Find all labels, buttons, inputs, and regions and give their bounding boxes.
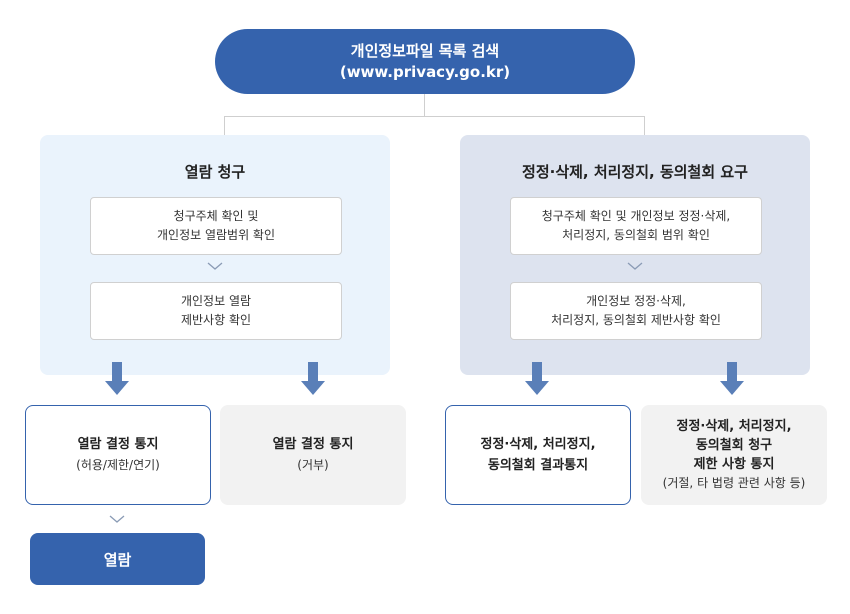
view-decision-approve-title: 열람 결정 통지 — [77, 437, 159, 452]
view-request-step2-line2: 제반사항 확인 — [180, 313, 252, 327]
correction-request-step1-line1: 청구주체 확인 및 개인정보 정정·삭제, — [541, 209, 731, 223]
correction-limit-box: 정정·삭제, 처리정지, 동의철회 청구 제한 사항 통지 (거절, 타 법령 … — [641, 405, 827, 505]
correction-result-line2: 동의철회 결과통지 — [487, 458, 589, 473]
arrow-down-icon — [720, 362, 744, 396]
view-request-step1-card: 청구주체 확인 및 개인정보 열람범위 확인 — [90, 197, 342, 255]
arrow-down-icon — [525, 362, 549, 396]
correction-request-step1-line2: 처리정지, 동의철회 범위 확인 — [562, 228, 710, 242]
correction-result-box: 정정·삭제, 처리정지, 동의철회 결과통지 — [445, 405, 631, 505]
correction-limit-sub: (거절, 타 법령 관련 사항 등) — [662, 476, 806, 490]
view-decision-approve-sub: (허용/제한/연기) — [76, 458, 160, 472]
view-request-step1-line2: 개인정보 열람범위 확인 — [156, 228, 276, 242]
view-decision-reject-box: 열람 결정 통지 (거부) — [220, 405, 406, 505]
connector-vertical-top — [424, 94, 425, 116]
correction-request-step2-line2: 처리정지, 동의철회 제반사항 확인 — [551, 313, 721, 327]
view-request-step1-line1: 청구주체 확인 및 — [173, 209, 259, 223]
correction-limit-line2: 동의철회 청구 — [695, 438, 773, 453]
chevron-down-icon — [107, 513, 127, 525]
arrow-down-icon — [105, 362, 129, 396]
correction-request-title: 정정·삭제, 처리정지, 동의철회 요구 — [522, 163, 748, 181]
view-request-title: 열람 청구 — [184, 163, 246, 181]
chevron-down-icon — [625, 260, 645, 272]
connector-horizontal — [224, 116, 645, 117]
correction-limit-line1: 정정·삭제, 처리정지, — [676, 419, 792, 434]
view-request-panel: 열람 청구 청구주체 확인 및 개인정보 열람범위 확인 개인정보 열람 제반사… — [40, 135, 390, 375]
view-request-step2-card: 개인정보 열람 제반사항 확인 — [90, 282, 342, 340]
connector-left-drop — [224, 116, 225, 135]
view-decision-approve-box: 열람 결정 통지 (허용/제한/연기) — [25, 405, 211, 505]
view-decision-reject-title: 열람 결정 통지 — [272, 437, 354, 452]
search-file-list-node: 개인정보파일 목록 검색 (www.privacy.go.kr) — [215, 29, 635, 94]
chevron-down-icon — [205, 260, 225, 272]
correction-result-line1: 정정·삭제, 처리정지, — [480, 437, 596, 452]
correction-request-step2-line1: 개인정보 정정·삭제, — [586, 294, 686, 308]
view-request-step2-line1: 개인정보 열람 — [180, 294, 252, 308]
search-file-list-title: 개인정보파일 목록 검색 — [350, 41, 500, 60]
search-file-list-url: (www.privacy.go.kr) — [339, 62, 511, 81]
correction-limit-line3: 제한 사항 통지 — [693, 457, 775, 472]
view-decision-reject-sub: (거부) — [297, 458, 329, 472]
view-final-node: 열람 — [30, 533, 205, 585]
view-final-label: 열람 — [103, 550, 132, 569]
connector-right-drop — [644, 116, 645, 135]
correction-request-step1-card: 청구주체 확인 및 개인정보 정정·삭제, 처리정지, 동의철회 범위 확인 — [510, 197, 762, 255]
arrow-down-icon — [301, 362, 325, 396]
correction-request-step2-card: 개인정보 정정·삭제, 처리정지, 동의철회 제반사항 확인 — [510, 282, 762, 340]
correction-request-panel: 정정·삭제, 처리정지, 동의철회 요구 청구주체 확인 및 개인정보 정정·삭… — [460, 135, 810, 375]
